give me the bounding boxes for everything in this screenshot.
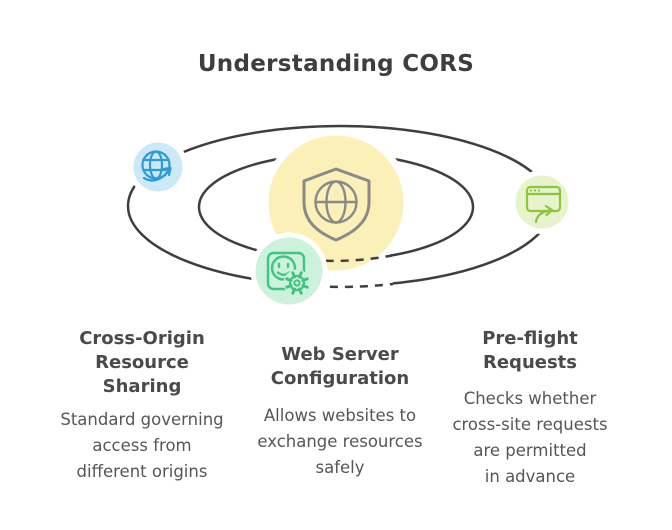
browser-window-arrow-icon: [510, 170, 574, 234]
body-line: Allows websites to: [263, 406, 417, 425]
body-line: access from: [92, 436, 192, 455]
column-description: Allows websites to exchange resources sa…: [240, 403, 440, 481]
globe-icon-glyph: [141, 150, 172, 182]
settings-icon-bg: [255, 237, 323, 305]
body-line: exchange resources: [257, 432, 423, 451]
browser-icon-bg: [515, 175, 569, 229]
gear-icon: [285, 271, 309, 295]
heading-line: Pre-flight: [482, 328, 578, 349]
heading-line: Cross-Origin: [79, 328, 205, 349]
column-preflight-requests: Pre-flight Requests Checks whether cross…: [430, 327, 630, 490]
body-line: in advance: [484, 467, 576, 486]
body-line: are permitted: [473, 441, 587, 460]
globe-in-shield: [314, 180, 358, 224]
heading-line: Configuration: [270, 368, 410, 389]
globe-icon-bg: [133, 142, 183, 192]
shield-globe-icon: [302, 167, 371, 242]
globe-arrow-icon: [128, 137, 188, 197]
heading-line: Sharing: [102, 376, 182, 397]
body-line: safely: [315, 458, 365, 477]
body-line: different origins: [76, 462, 208, 481]
body-line: Standard governing: [60, 410, 224, 429]
column-cross-origin-resource-sharing: Cross-Origin Resource Sharing Standard g…: [42, 327, 242, 485]
column-description: Standard governing access from different…: [42, 407, 242, 485]
heading-line: Requests: [482, 352, 577, 373]
body-line: cross-site requests: [452, 415, 608, 434]
settings-icon-glyph: [266, 251, 311, 297]
column-description: Checks whether cross-site requests are p…: [430, 386, 630, 490]
image-settings-gear-icon: [250, 232, 328, 310]
heading-line: Web Server: [281, 344, 399, 365]
browser-icon-glyph: [525, 185, 562, 224]
shield-outline: [302, 167, 371, 242]
heading-line: Resource: [95, 352, 189, 373]
column-web-server-configuration: Web Server Configuration Allows websites…: [240, 343, 440, 481]
page-title: Understanding CORS: [197, 51, 475, 77]
column-heading: Web Server Configuration: [240, 343, 440, 391]
column-heading: Pre-flight Requests: [430, 327, 630, 375]
body-line: Checks whether: [463, 389, 597, 408]
gear-knockout: [283, 269, 311, 297]
browser-titlebar-dots: [529, 189, 541, 192]
column-heading: Cross-Origin Resource Sharing: [42, 327, 242, 399]
